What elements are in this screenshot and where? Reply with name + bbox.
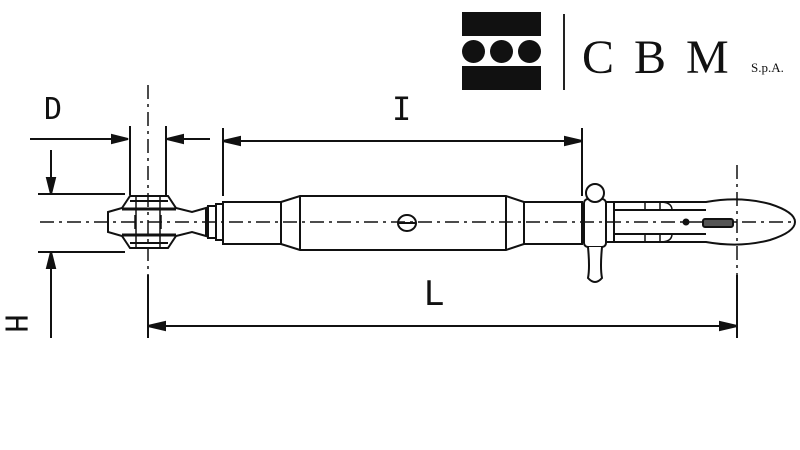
logo-letter-c: C <box>582 31 617 84</box>
dimension-label-h: H <box>0 314 33 333</box>
dimension-label-l: L <box>424 274 443 314</box>
dimension-label-i: I <box>392 90 412 128</box>
logo-letter-b: B <box>634 31 669 84</box>
logo-divider <box>563 14 565 90</box>
logo-letter-m: M <box>686 31 731 84</box>
logo-suffix: S.p.A. <box>751 60 784 75</box>
handle <box>583 183 615 283</box>
turnbuckle-body <box>222 195 583 251</box>
ball-joint-end <box>107 195 224 249</box>
tube-end <box>613 198 797 246</box>
logo-mark-icon <box>462 12 541 90</box>
dimension-label-d: D <box>44 92 63 127</box>
